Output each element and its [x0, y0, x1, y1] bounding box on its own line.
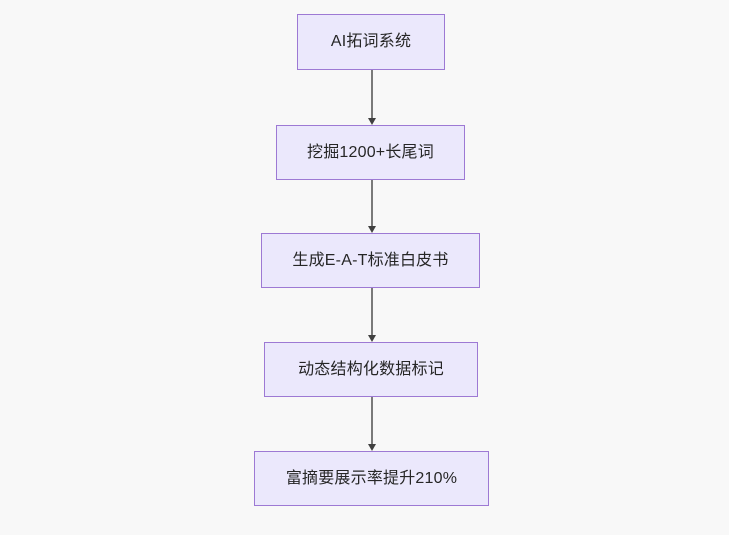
node-label: 生成E-A-T标准白皮书 [292, 251, 449, 269]
edge-line [370, 180, 373, 227]
arrow-down-icon [367, 118, 376, 125]
arrow-down-icon [367, 226, 376, 233]
node-label: 富摘要展示率提升210% [285, 469, 458, 487]
node-label: AI拓词系统 [330, 33, 412, 51]
flowchart-node-mine-longtail-keywords[interactable]: 挖掘1200+长尾词 [276, 125, 465, 180]
edge-line [370, 397, 373, 445]
node-label: 动态结构化数据标记 [298, 360, 444, 378]
flowchart-node-dynamic-structured-data-markup[interactable]: 动态结构化数据标记 [264, 342, 478, 397]
flowchart-edge-n1-n2 [367, 70, 376, 125]
arrow-down-icon [367, 444, 376, 451]
node-label: 挖掘1200+长尾词 [307, 143, 434, 161]
arrow-down-icon [367, 335, 376, 342]
flowchart-node-generate-eat-whitepaper[interactable]: 生成E-A-T标准白皮书 [261, 233, 480, 288]
flowchart-node-ai-keyword-system[interactable]: AI拓词系统 [297, 14, 445, 70]
flowchart-node-rich-snippet-impression-lift[interactable]: 富摘要展示率提升210% [254, 451, 489, 506]
edge-line [370, 288, 373, 336]
flowchart-edge-n2-n3 [367, 180, 376, 233]
edge-line [370, 70, 373, 119]
flowchart-edge-n3-n4 [367, 288, 376, 342]
flowchart-edge-n4-n5 [367, 397, 376, 451]
